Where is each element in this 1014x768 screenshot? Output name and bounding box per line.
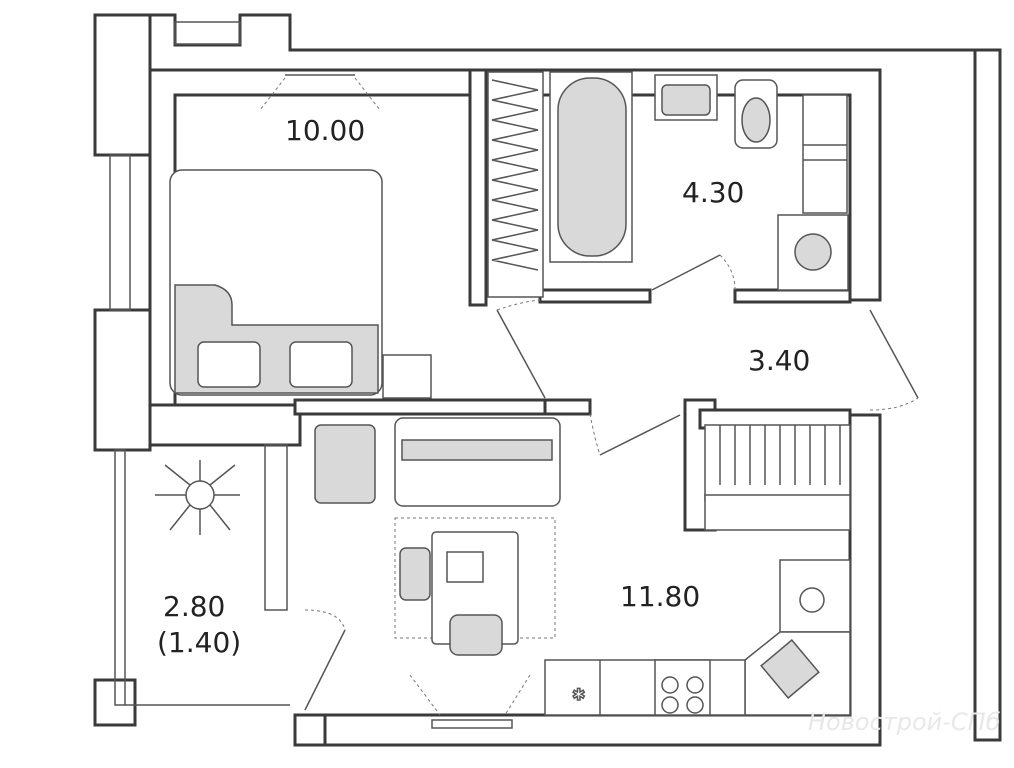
armchair <box>314 424 376 504</box>
hall <box>496 299 919 456</box>
kitchen-shelving <box>704 424 851 501</box>
windows <box>109 21 513 729</box>
hall-area-label: 3.40 <box>748 344 810 377</box>
cooktop <box>654 659 711 716</box>
bedroom-area-label: 10.00 <box>285 114 365 147</box>
balcony-area-label: 2.80 <box>163 590 225 623</box>
bathroom-area-label: 4.30 <box>682 176 744 209</box>
plant-icon <box>155 460 240 535</box>
pillow-left <box>197 341 261 388</box>
nightstand <box>382 354 432 399</box>
balcony <box>114 444 346 711</box>
bathroom <box>487 71 849 298</box>
pillow-right <box>289 341 353 388</box>
living-kitchen: ✱ <box>314 417 851 716</box>
shelves <box>802 94 848 214</box>
laptop-icon <box>446 551 484 583</box>
bedroom <box>169 74 432 399</box>
svg-text:✱: ✱ <box>572 687 585 704</box>
counter <box>544 659 746 716</box>
living-area-label: 11.80 <box>620 580 700 613</box>
stove-side <box>779 559 851 633</box>
chair-left <box>399 547 431 601</box>
sofa <box>394 417 561 507</box>
watermark: Новострой-СПб <box>808 708 1001 736</box>
balcony-reduced-area-label: (1.40) <box>157 626 241 659</box>
chair-bottom <box>449 614 503 656</box>
